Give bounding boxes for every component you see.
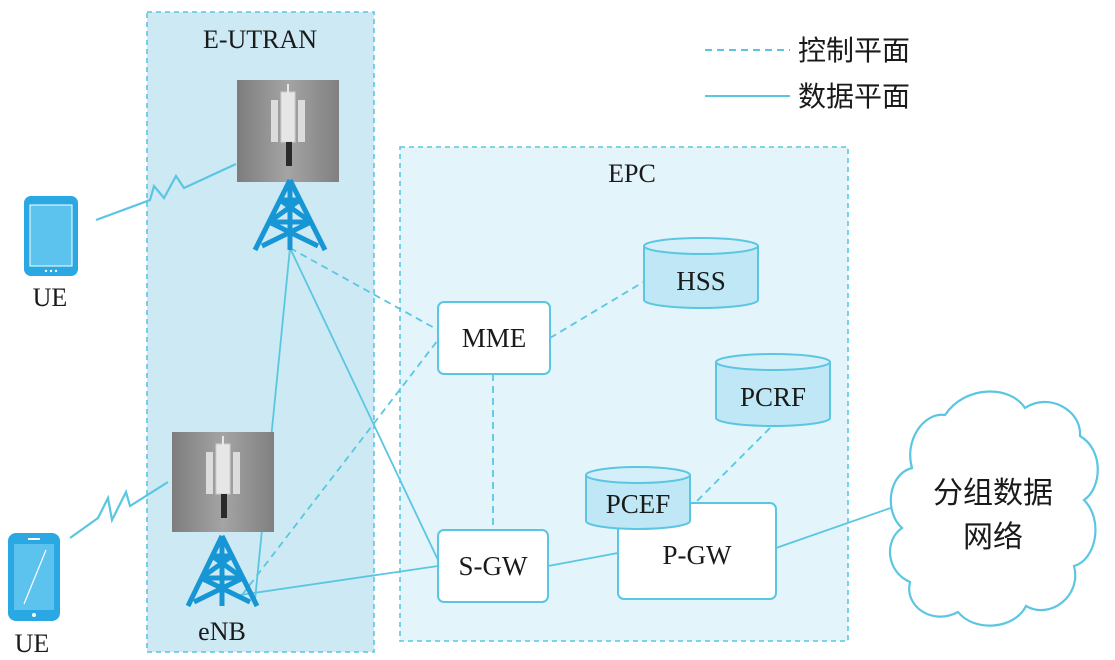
pcrf-label: PCRF bbox=[740, 382, 806, 412]
link-enb2-sgw bbox=[239, 565, 439, 596]
hss-node: HSS bbox=[643, 237, 759, 309]
lightning-link-icon bbox=[95, 163, 237, 222]
legend-data-plane-label: 数据平面 bbox=[798, 81, 910, 113]
eutran-label: E-UTRAN bbox=[203, 25, 317, 54]
database-icon bbox=[585, 466, 691, 530]
link-enb2-mme bbox=[241, 339, 439, 596]
pcef-node: PCEF bbox=[585, 466, 691, 530]
pcef-label: PCEF bbox=[606, 489, 671, 519]
sgw-label: S-GW bbox=[459, 551, 529, 581]
link-sgw-pgw bbox=[547, 552, 619, 567]
link-pgw-pdn bbox=[775, 502, 906, 549]
pdn-node: 分组数据 网络 bbox=[888, 390, 1099, 627]
smartphone-icon bbox=[8, 533, 60, 621]
data-plane-links bbox=[239, 247, 906, 601]
sgw-node: S-GW bbox=[437, 529, 549, 603]
link-enb1-sgw bbox=[289, 247, 439, 561]
pcrf-node: PCRF bbox=[715, 353, 831, 427]
cloud-icon bbox=[888, 390, 1099, 627]
enb-top bbox=[237, 80, 339, 252]
link-mme-hss bbox=[549, 277, 651, 339]
link-enb1-mme bbox=[289, 247, 439, 331]
radio-tower-icon bbox=[252, 178, 328, 252]
pdn-label-line1: 分组数据 bbox=[933, 477, 1053, 510]
legend-control-plane-label: 控制平面 bbox=[798, 35, 910, 67]
lightning-link-icon bbox=[69, 481, 169, 539]
radio-tower-icon bbox=[185, 534, 260, 608]
tablet-icon bbox=[24, 196, 78, 276]
mme-label: MME bbox=[462, 323, 527, 353]
link-enb1-enb2 bbox=[254, 247, 291, 601]
antenna-photo-icon bbox=[172, 432, 274, 532]
ue-bottom-label: UE bbox=[15, 629, 50, 658]
control-plane-links bbox=[241, 247, 771, 596]
ue-top: UE bbox=[24, 196, 78, 312]
pdn-label-line2: 网络 bbox=[963, 521, 1023, 554]
ue-top-label: UE bbox=[33, 283, 68, 312]
database-icon bbox=[643, 237, 759, 309]
antenna-photo-icon bbox=[237, 80, 339, 182]
database-icon bbox=[715, 353, 831, 427]
pgw-label: P-GW bbox=[663, 540, 733, 570]
mme-node: MME bbox=[437, 301, 551, 375]
enb-label: eNB bbox=[198, 617, 246, 646]
epc-label: EPC bbox=[608, 159, 656, 188]
legend: 控制平面 数据平面 bbox=[705, 35, 910, 113]
ue-bottom: UE bbox=[8, 533, 60, 658]
enb-bottom: eNB bbox=[172, 432, 274, 646]
link-pcrf-pcef bbox=[694, 427, 771, 504]
hss-label: HSS bbox=[676, 266, 726, 296]
